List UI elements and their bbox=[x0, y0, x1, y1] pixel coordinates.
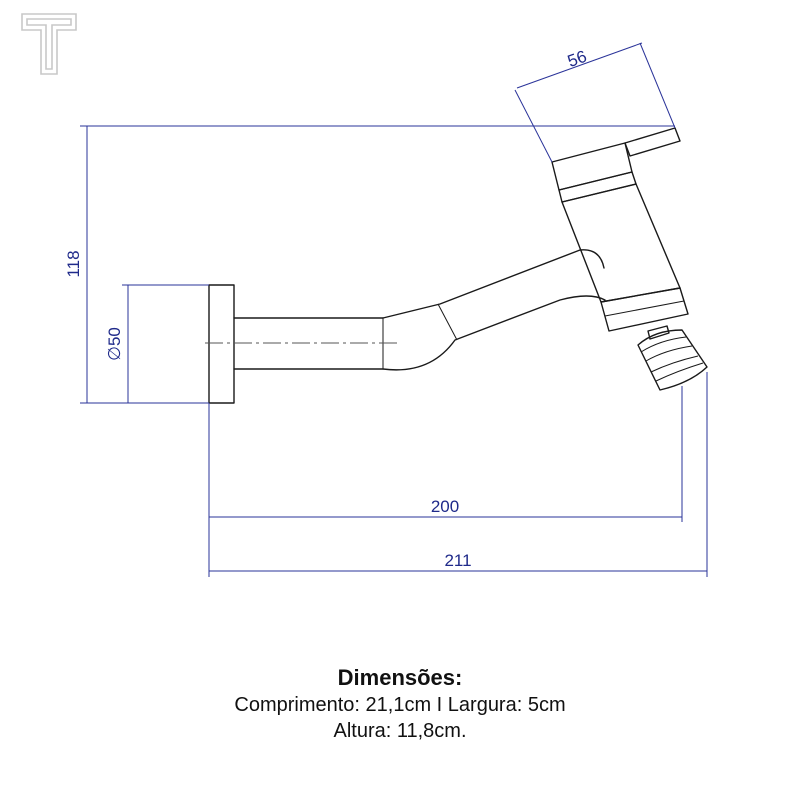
length-inner-label: 200 bbox=[431, 497, 459, 516]
aerator-nozzle bbox=[637, 325, 708, 391]
caption-line-2: Altura: 11,8cm. bbox=[333, 720, 467, 742]
angled-pipe bbox=[382, 249, 606, 371]
top-width-label: 56 bbox=[565, 47, 589, 71]
diameter-label: ∅50 bbox=[105, 327, 124, 361]
dimensions-caption: Dimensões: Comprimento: 21,1cm I Largura… bbox=[0, 664, 800, 744]
length-total-dimension: 211 bbox=[209, 372, 708, 577]
length-total-label: 211 bbox=[444, 551, 471, 570]
brand-logo-icon bbox=[21, 13, 77, 75]
height-dimension: 118 bbox=[64, 125, 675, 404]
top-width-dimension: 56 bbox=[514, 42, 676, 163]
caption-line-1: Comprimento: 21,1cm I Largura: 5cm bbox=[234, 694, 566, 716]
diameter-dimension: ∅50 bbox=[105, 284, 209, 403]
length-inner-dimension: 200 bbox=[208, 386, 683, 577]
valve-body bbox=[551, 127, 689, 332]
height-label: 118 bbox=[64, 250, 83, 277]
wall-flange bbox=[208, 284, 235, 404]
caption-title: Dimensões: bbox=[337, 665, 463, 690]
